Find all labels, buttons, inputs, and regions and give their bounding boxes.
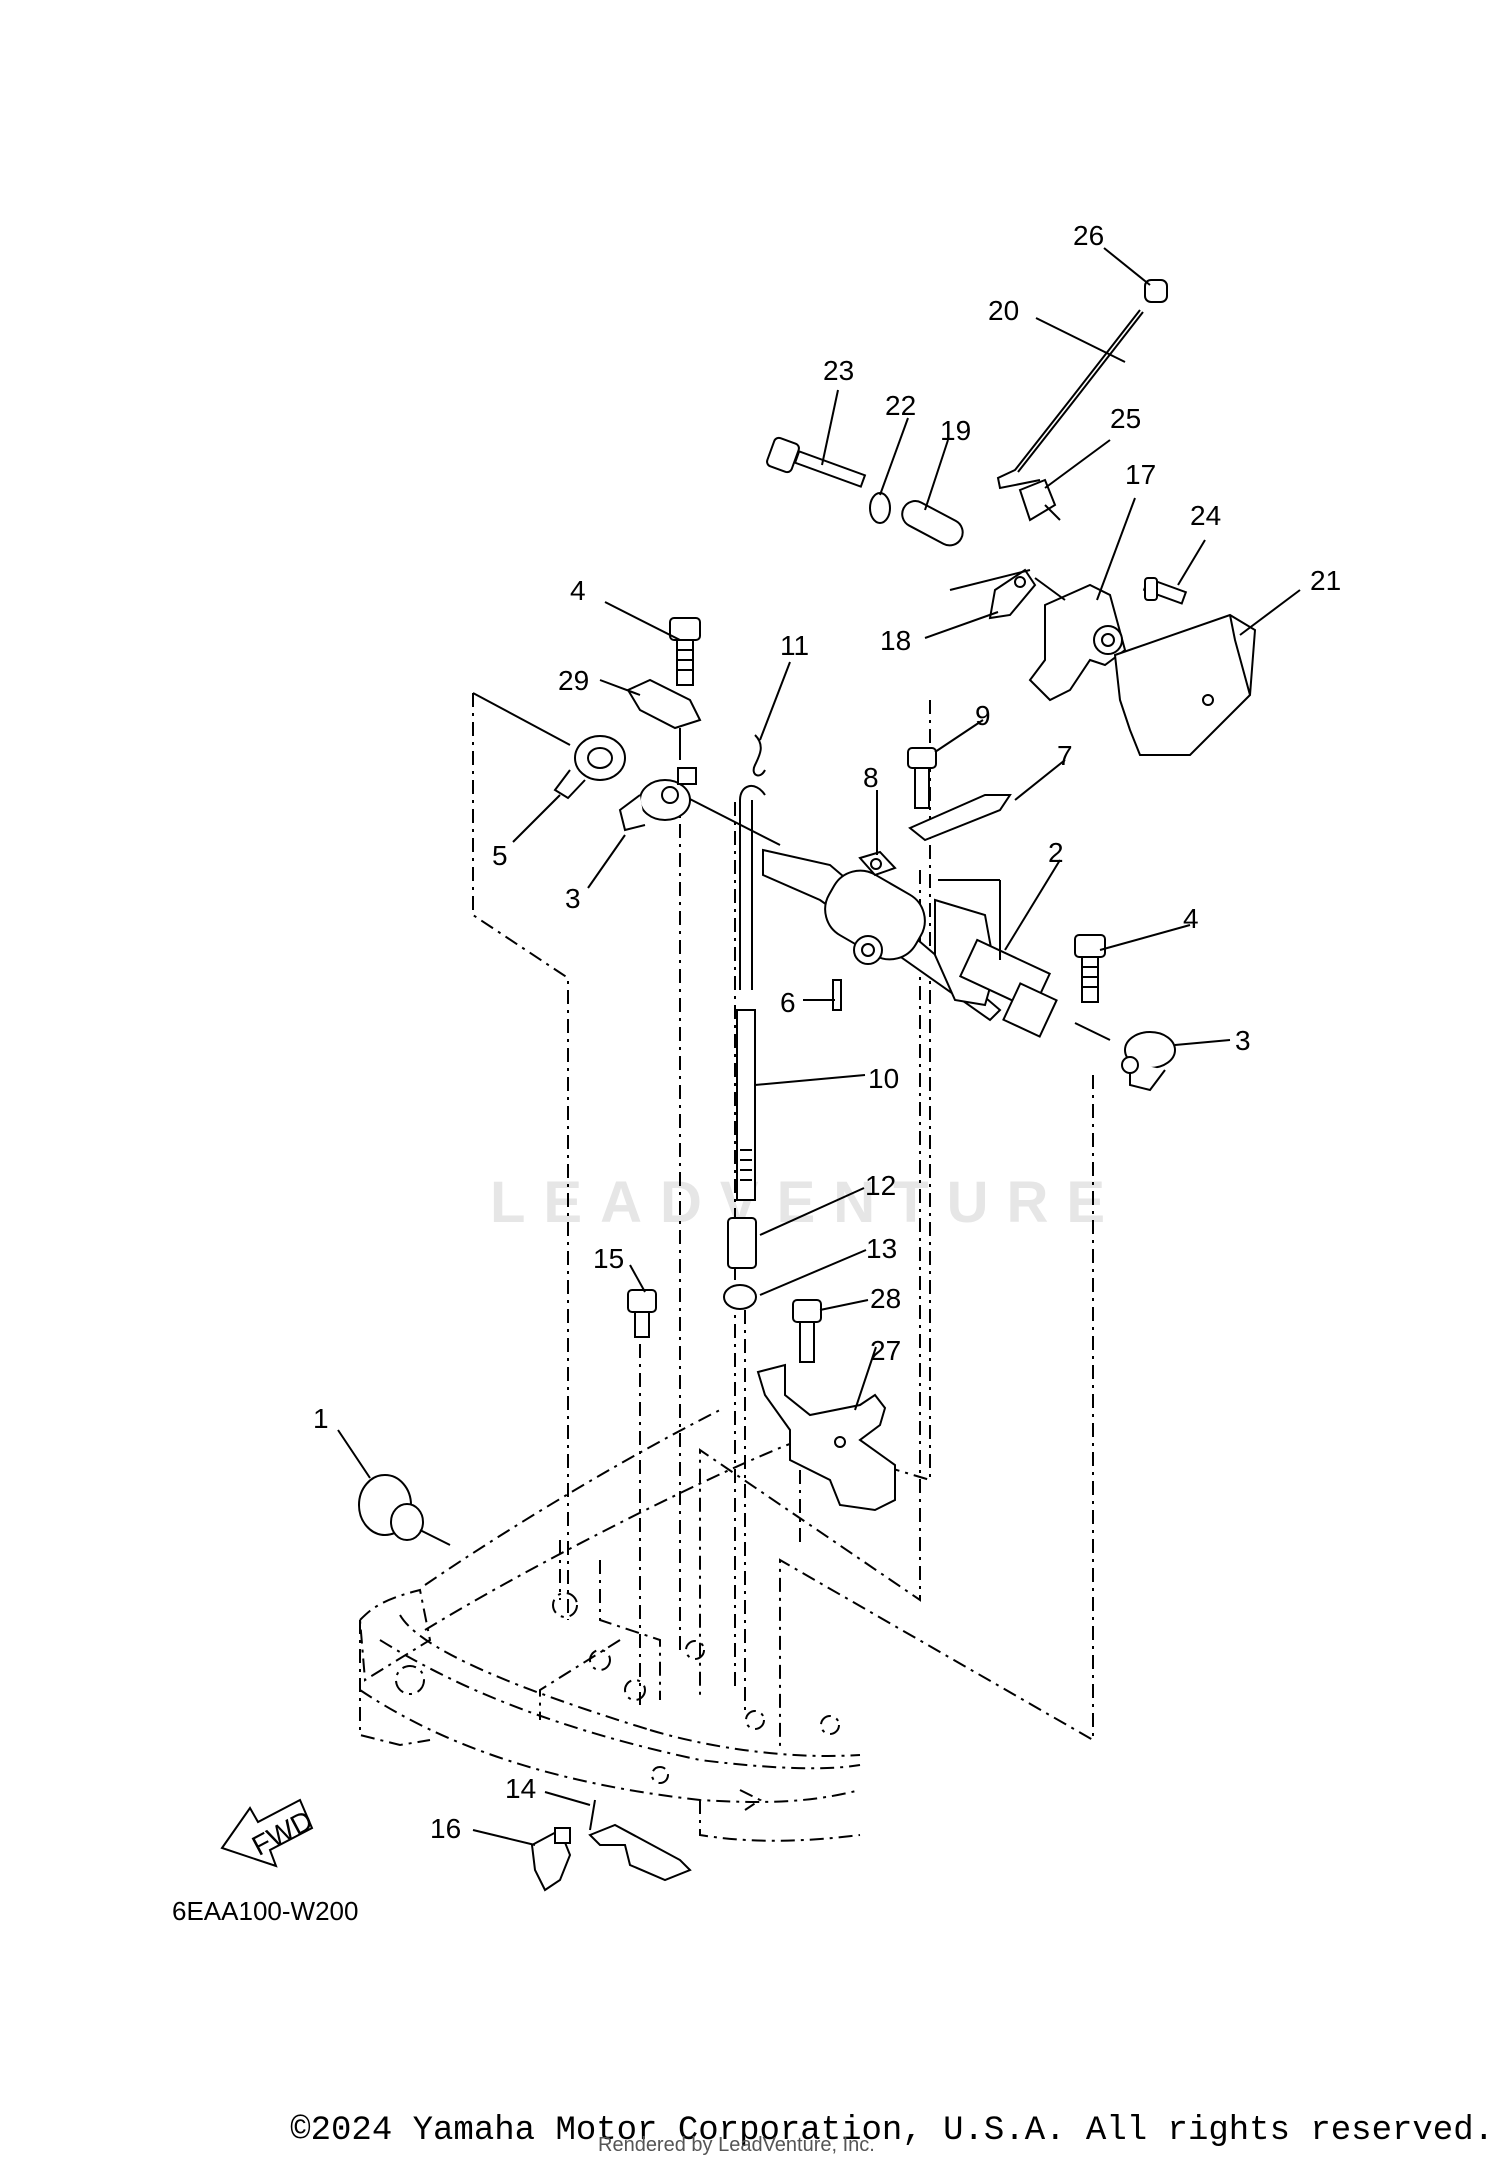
- callout-19: 19: [940, 415, 971, 446]
- part-strip: [908, 794, 1012, 842]
- copyright-notice: ©2024 Yamaha Motor Corporation, U.S.A. A…: [290, 2112, 1494, 2150]
- callout-20: 20: [988, 295, 1019, 326]
- part-bottom-bracket: [588, 1799, 692, 1882]
- part-nut: [723, 1284, 757, 1310]
- part-plate: [472, 678, 702, 760]
- callout-26: 26: [1073, 220, 1104, 251]
- part-bolt-upper: [669, 617, 701, 686]
- part-collar-19: [901, 500, 964, 547]
- callout-2: 2: [1048, 837, 1064, 868]
- part-clamp: [530, 1827, 572, 1892]
- callout-13: 13: [866, 1233, 897, 1264]
- part-washer: [869, 492, 891, 524]
- part-bracket-21: [1113, 613, 1257, 756]
- callout-17: 17: [1125, 459, 1156, 490]
- leader-lines: [337, 247, 1301, 1846]
- watermark: LEADVENTURE: [490, 1170, 1123, 1235]
- fwd-arrow: FWD: [220, 1798, 318, 1868]
- callout-10: 10: [868, 1063, 899, 1094]
- part-nut-plate: [858, 850, 897, 877]
- part-bolt-9: [907, 747, 937, 809]
- part-link: [949, 568, 1037, 620]
- part-bolt-28: [792, 1299, 822, 1363]
- callout-5: 5: [492, 840, 508, 871]
- callout-14: 14: [505, 1773, 536, 1804]
- callout-22: 22: [885, 390, 916, 421]
- part-cap: [1144, 279, 1168, 303]
- callout-18: 18: [880, 625, 911, 656]
- part-bushing: [553, 735, 626, 800]
- part-shift-shaft: [762, 848, 1058, 1038]
- part-collar-left: [618, 767, 697, 832]
- callout-12: 12: [865, 1170, 896, 1201]
- part-screw: [1142, 577, 1188, 605]
- callout-11: 11: [780, 630, 809, 661]
- callout-15: 15: [593, 1243, 624, 1274]
- callout-1: 1: [313, 1403, 329, 1434]
- callout-numbers: 26 20 23 22 19 25 17 24 21 18 4 29 11 9 …: [313, 220, 1341, 1844]
- part-pin: [832, 979, 842, 1011]
- callout-16: 16: [430, 1813, 461, 1844]
- part-bracket-27: [756, 1363, 896, 1512]
- bottom-cowling: [358, 1409, 861, 1842]
- callout-3-right: 3: [1235, 1025, 1251, 1056]
- callout-25: 25: [1110, 403, 1141, 434]
- callout-4-right: 4: [1183, 903, 1199, 934]
- callout-9: 9: [975, 700, 991, 731]
- part-lever: [1028, 577, 1127, 702]
- callout-7: 7: [1057, 740, 1073, 771]
- part-bolt-15: [627, 1289, 657, 1338]
- part-spacer: [727, 1217, 757, 1269]
- part-throttle-rod: [996, 309, 1141, 490]
- diagram-code: 6EAA100-W200: [172, 1896, 358, 1926]
- callout-4-upper: 4: [570, 575, 586, 606]
- part-clip: [752, 734, 766, 777]
- callout-29: 29: [558, 665, 589, 696]
- callout-23: 23: [823, 355, 854, 386]
- part-grommet: [358, 1474, 451, 1546]
- callout-27: 27: [870, 1335, 901, 1366]
- callout-8: 8: [863, 762, 879, 793]
- callout-6: 6: [780, 987, 796, 1018]
- callout-21: 21: [1310, 565, 1341, 596]
- callout-28: 28: [870, 1283, 901, 1314]
- callout-3-left: 3: [565, 883, 581, 914]
- callout-24: 24: [1190, 500, 1221, 531]
- part-rod-clip: [1018, 478, 1061, 522]
- part-long-bolt: [766, 436, 867, 488]
- part-collar-right: [1074, 1022, 1176, 1092]
- part-bolt-right: [1074, 934, 1106, 1003]
- part-rod: [736, 785, 766, 1201]
- rendered-by-notice: Rendered by LeadVenture, Inc.: [598, 2134, 875, 2156]
